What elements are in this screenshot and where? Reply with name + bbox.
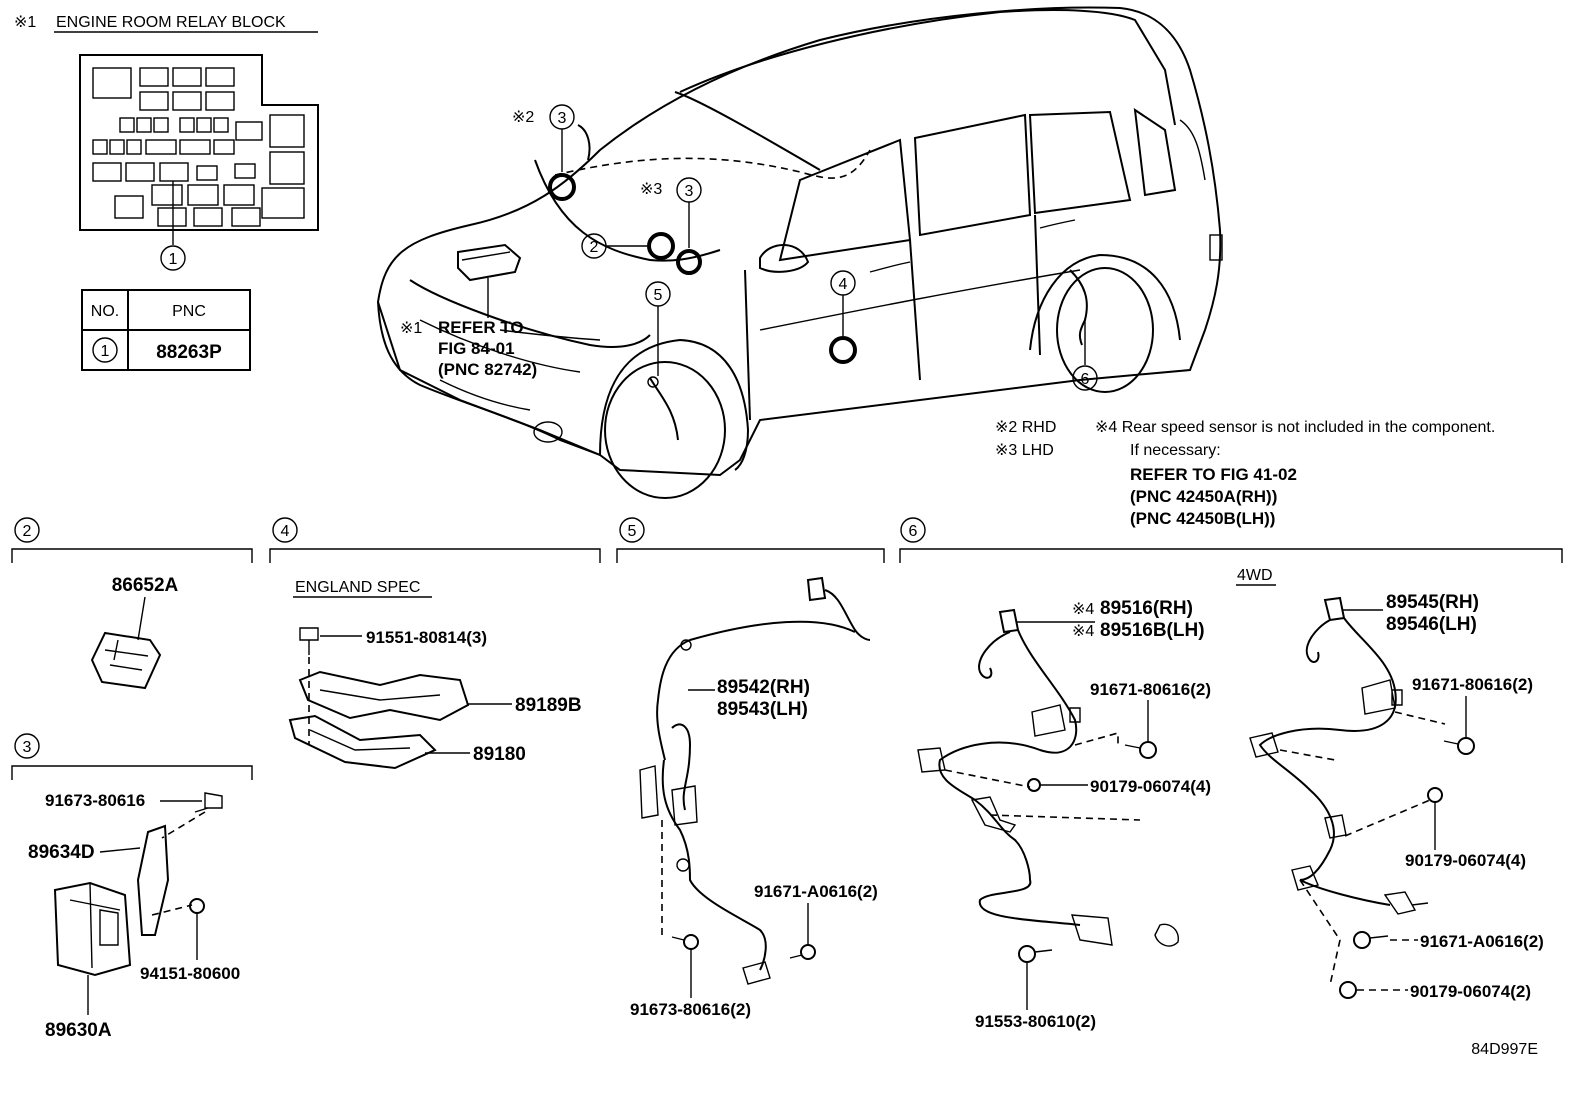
front-sensor-harness-upper: [656, 576, 871, 761]
relay-block-outline: [79, 54, 319, 231]
part-89516B-lh: 89516B(LH): [1100, 620, 1205, 641]
vehicle-refer-mark: ※1: [400, 320, 422, 337]
vehicle-refer-line3: (PNC 82742): [438, 360, 537, 379]
part-91673-80616-2: 91673-80616(2): [630, 1000, 751, 1019]
vehicle-refer-line2: FIG 84-01: [438, 339, 515, 358]
part-91551-80814: 91551-80814(3): [366, 628, 487, 647]
location-marker-3-lhd: [676, 249, 702, 275]
part-86652A: 86652A: [112, 575, 179, 596]
relay-block-fuses: [92, 67, 305, 227]
callout-5: 5: [654, 287, 663, 304]
part-89634D: 89634D: [28, 842, 95, 863]
pnc-table-row-pnc: 88263P: [156, 342, 222, 363]
part-91671-80616-left: 91671-80616(2): [1090, 680, 1211, 699]
vehicle-refer-line1: REFER TO: [438, 318, 524, 337]
rear-left-mark-1: ※4: [1072, 601, 1094, 618]
note-refer: REFER TO FIG 41-02: [1130, 465, 1297, 484]
part-91671-A0616-2: 91671-A0616(2): [754, 882, 878, 901]
section-5-number: 5: [628, 523, 637, 540]
part-91671-80616-right: 91671-80616(2): [1412, 675, 1533, 694]
callout-3-rhd-mark: ※2: [512, 109, 534, 126]
cover-upper-icon: [298, 670, 470, 722]
relay-module-icon: [457, 243, 522, 318]
front-sensor-harness-lower: [661, 759, 767, 971]
part-94151-80600: 94151-80600: [140, 964, 240, 983]
location-marker-2: [647, 232, 675, 260]
vehicle-drawing: ※1 REFER TO FIG 84-01 (PNC 82742) ※2 3 ※…: [376, 6, 1223, 499]
callout-3-lhd: 3: [685, 183, 694, 200]
cover-lower-icon: [288, 714, 437, 770]
location-marker-4: [829, 336, 857, 364]
callout-4: 4: [839, 276, 848, 293]
note-lhd: ※3 LHD: [995, 442, 1054, 459]
part-90179-06074-right-2: 90179-06074(2): [1410, 982, 1531, 1001]
part-89630A: 89630A: [45, 1020, 112, 1041]
location-marker-3-rhd: [548, 173, 576, 201]
rear-sensor-head-left: [978, 608, 1020, 679]
callout-3-lhd-mark: ※3: [640, 181, 662, 198]
section-2: 86652A: [90, 575, 179, 690]
bolt-icon: [194, 792, 223, 813]
callout-6: 6: [1081, 371, 1090, 388]
section-3-number: 3: [23, 739, 32, 756]
relay-block: ※1 ENGINE ROOM RELAY BLOCK 1: [14, 14, 319, 271]
section-3: 91673-80616 89634D 94151-80600 89630A: [28, 791, 240, 1041]
section-4-number: 4: [281, 523, 290, 540]
rear-sensor-harness-right: [1258, 617, 1397, 906]
rear-sensor-head-right: [1305, 596, 1346, 663]
callout-2: 2: [590, 239, 599, 256]
part-91673-80616: 91673-80616: [45, 791, 145, 810]
relay-block-callout: 1: [169, 251, 178, 268]
part-89542-rh: 89542(RH): [717, 677, 810, 698]
part-91671-A0616-right: 91671-A0616(2): [1420, 932, 1544, 951]
part-89545-rh: 89545(RH): [1386, 592, 1479, 613]
part-90179-06074-right-4: 90179-06074(4): [1405, 851, 1526, 870]
part-90179-06074-left: 90179-06074(4): [1090, 777, 1211, 796]
rear-left-mark-2: ※4: [1072, 623, 1094, 640]
note-if-necessary: If necessary:: [1130, 442, 1221, 459]
note-pnc-lh: (PNC 42450B(LH)): [1130, 509, 1275, 528]
section-6-number: 6: [909, 523, 918, 540]
drive-label: 4WD: [1237, 567, 1273, 584]
callout-3-rhd: 3: [558, 110, 567, 127]
england-spec-label: ENGLAND SPEC: [295, 579, 420, 596]
relay-block-title: ENGINE ROOM RELAY BLOCK: [56, 14, 286, 31]
bracket-icon: [136, 824, 170, 936]
section-2-number: 2: [23, 523, 32, 540]
section-5: 89542(RH) 89543(LH) 91673-80616(2) 91671…: [630, 576, 878, 1019]
pnc-table: NO. PNC 1 88263P: [81, 289, 251, 371]
ecu-module-icon: [90, 631, 162, 690]
note-rear-sensor: ※4 Rear speed sensor is not included in …: [1095, 419, 1495, 436]
note-rhd: ※2 RHD: [995, 419, 1056, 436]
part-89516-rh: 89516(RH): [1100, 598, 1193, 619]
notes-block: ※2 RHD ※3 LHD ※4 Rear speed sensor is no…: [995, 419, 1495, 528]
section-4: ENGLAND SPEC 91551-80814(3) 89189B 89180: [288, 579, 582, 770]
pnc-table-header-pnc: PNC: [172, 303, 206, 320]
section-headers: 2 4 5 6 3: [11, 517, 1563, 780]
pnc-table-row-no: 1: [101, 343, 110, 360]
part-89543-lh: 89543(LH): [717, 699, 808, 720]
pnc-table-header-no: NO.: [91, 303, 119, 320]
part-89189B: 89189B: [515, 695, 582, 716]
rear-sensor-harness-left: [938, 629, 1081, 926]
section-6: 4WD ※4 89516(RH) ※4 89516B(LH) 91671-806…: [917, 567, 1544, 1031]
screw-icon: [299, 627, 319, 655]
note-pnc-rh: (PNC 42450A(RH)): [1130, 487, 1277, 506]
relay-block-mark: ※1: [14, 14, 36, 31]
figure-id: 84D997E: [1471, 1041, 1538, 1058]
part-89180: 89180: [473, 744, 526, 765]
part-89546-lh: 89546(LH): [1386, 614, 1477, 635]
part-91553-80610: 91553-80610(2): [975, 1012, 1096, 1031]
